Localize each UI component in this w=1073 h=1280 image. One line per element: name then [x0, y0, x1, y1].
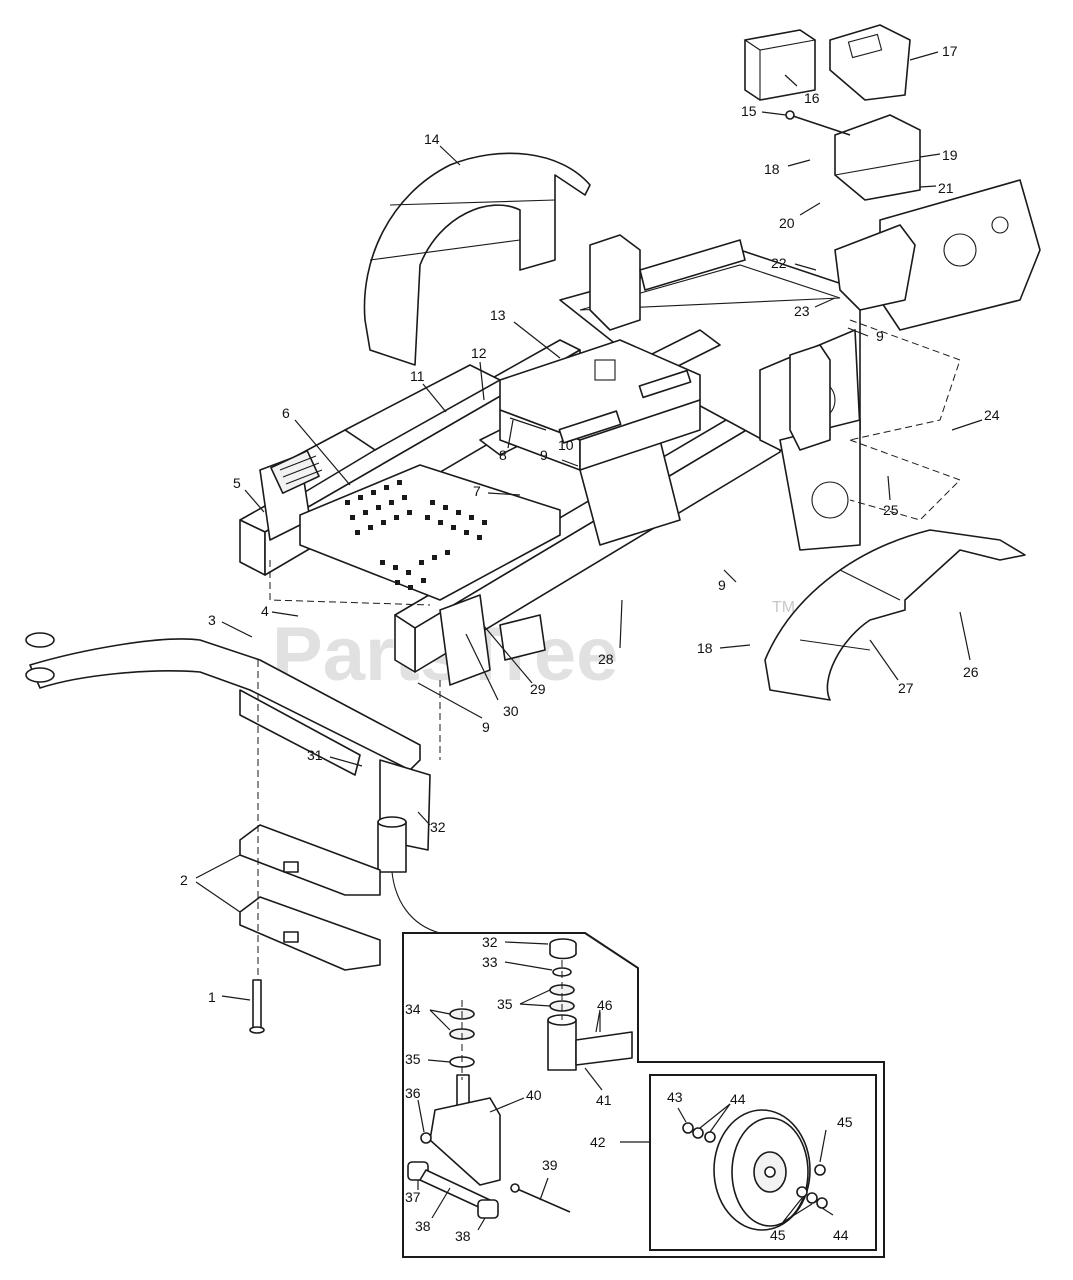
callouts: 1 2 3 4 5 6 7 8 9 9 9 9 10 11 12 13 — [180, 43, 1000, 1005]
callout-34: 33 — [482, 954, 498, 970]
callout-25: 25 — [883, 502, 899, 518]
seat-pan-13 — [499, 339, 701, 471]
callout-15: 15 — [741, 103, 757, 119]
callout-38-right: 38 — [455, 1228, 471, 1244]
callout-7: 7 — [473, 483, 481, 499]
callout-40: 39 — [542, 1157, 558, 1173]
bolt-15 — [785, 110, 851, 136]
callout-45-lower: 45 — [770, 1227, 786, 1243]
callout-12: 12 — [471, 345, 487, 361]
callout-14: 14 — [424, 131, 440, 147]
callout-45-upper: 44 — [730, 1091, 746, 1107]
caster-parts — [407, 938, 633, 1219]
callout-16: 16 — [804, 90, 820, 106]
callout-41: 40 — [526, 1087, 542, 1103]
callout-9-right-rail: 9 — [718, 577, 726, 593]
callout-18-lower: 18 — [697, 640, 713, 656]
bracket-23 — [834, 224, 916, 311]
bracket-19 — [834, 114, 921, 201]
callout-9-center: 9 — [540, 447, 548, 463]
bolt-1 — [249, 979, 265, 1034]
callout-10: 10 — [558, 437, 574, 453]
callout-20: 20 — [779, 215, 795, 231]
callout-9-front: 9 — [482, 719, 490, 735]
left-fender-14 — [363, 152, 591, 366]
callout-9-hitch: 9 — [876, 328, 884, 344]
battery-16 — [743, 29, 817, 101]
callout-35-right: 35 — [497, 996, 513, 1012]
callout-32-axle: 32 — [430, 819, 446, 835]
callout-42: 41 — [596, 1092, 612, 1108]
callout-8: 8 — [499, 447, 507, 463]
callout-21: 21 — [938, 180, 954, 196]
callout-38-left: 37 — [405, 1189, 421, 1205]
foot-plate-perforations — [345, 480, 487, 590]
callout-44-left: 43 — [667, 1089, 683, 1105]
inset-callouts: 32 33 34 35 35 36 37 38 38 39 40 41 42 4… — [405, 934, 853, 1244]
callout-18-upper: 18 — [764, 161, 780, 177]
callout-35-left: 34 — [405, 1001, 421, 1017]
callout-19: 19 — [942, 147, 958, 163]
callout-37: 36 — [405, 1085, 421, 1101]
callout-36: 35 — [405, 1051, 421, 1067]
callout-23: 23 — [794, 303, 810, 319]
foot-plate-6 — [299, 464, 561, 601]
callout-17: 17 — [942, 43, 958, 59]
callout-26: 26 — [963, 664, 979, 680]
callout-27: 27 — [898, 680, 914, 696]
callout-1: 1 — [208, 989, 216, 1005]
battery-cover-17 — [829, 24, 911, 101]
callout-44-right: 44 — [833, 1227, 849, 1243]
callout-13: 13 — [490, 307, 506, 323]
front-axle-arm — [25, 632, 431, 873]
right-fender-27 — [764, 529, 1026, 701]
callout-6: 6 — [282, 405, 290, 421]
callout-2: 2 — [180, 872, 188, 888]
watermark-trademark: TM — [772, 599, 795, 616]
callout-30: 30 — [503, 703, 519, 719]
callout-29: 29 — [530, 681, 546, 697]
callout-39: 38 — [415, 1218, 431, 1234]
callout-28: 28 — [598, 651, 614, 667]
callout-3: 3 — [208, 612, 216, 628]
callout-46: 45 — [837, 1114, 853, 1130]
callout-24: 24 — [984, 407, 1000, 423]
callout-31: 31 — [307, 747, 323, 763]
callout-33: 32 — [482, 934, 498, 950]
wheel-detail-frame — [649, 1074, 877, 1251]
caster-wheel — [682, 1109, 828, 1231]
callout-43: 42 — [590, 1134, 606, 1150]
callout-5: 5 — [233, 475, 241, 491]
callout-32-inset: 46 — [597, 997, 613, 1013]
callout-11: 11 — [410, 368, 425, 384]
callout-4: 4 — [261, 603, 269, 619]
caster-detail-frame — [402, 932, 885, 1258]
callout-22: 22 — [771, 255, 787, 271]
